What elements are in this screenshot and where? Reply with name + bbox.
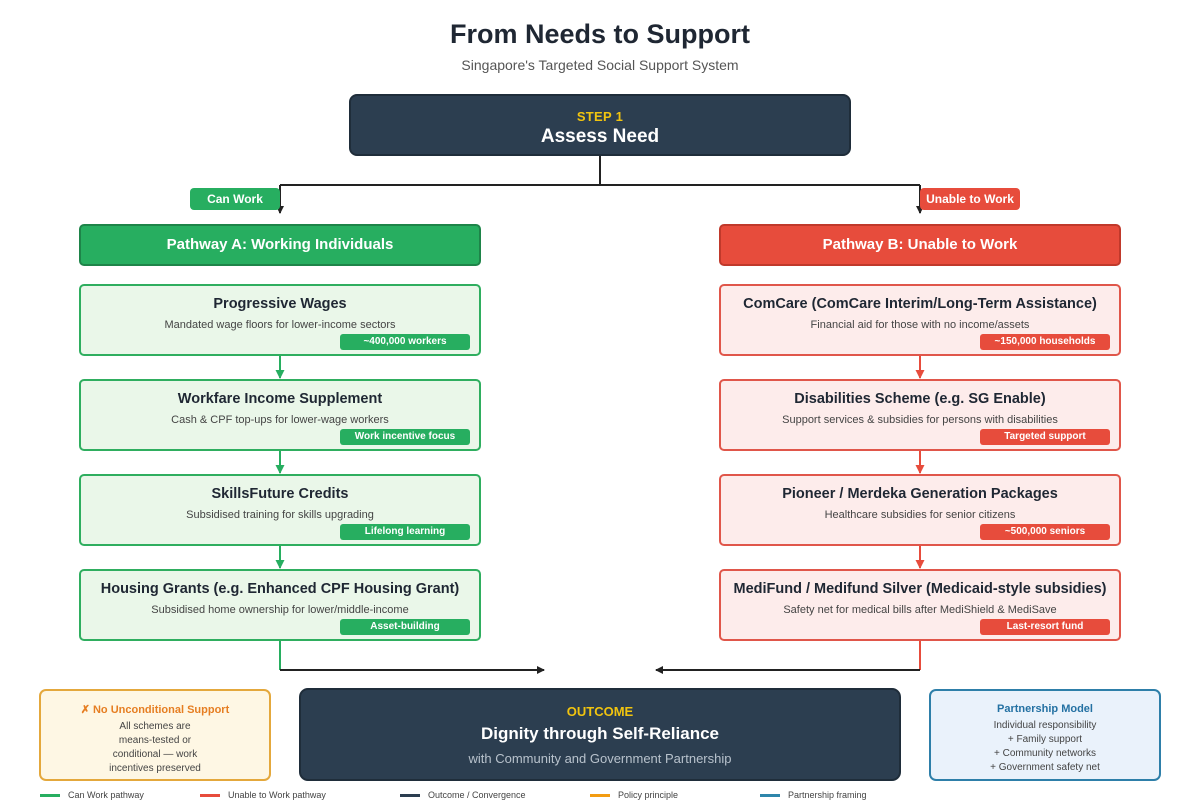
legend-swatch (760, 794, 780, 798)
scheme-workfare-income-supplement: Workfare Income Supplement Cash & CPF to… (79, 379, 481, 451)
scheme-description: Cash & CPF top-ups for lower-wage worker… (171, 414, 389, 426)
legend-swatch (200, 794, 220, 798)
scheme-tag: Work incentive focus (340, 429, 470, 445)
scheme-name: ComCare (ComCare Interim/Long-Term Assis… (743, 296, 1097, 312)
legend-item-policy-principle: Policy principle (590, 790, 678, 800)
principle-line: All schemes are (119, 721, 191, 732)
scheme-progressive-wages: Progressive Wages Mandated wage floors f… (79, 284, 481, 356)
legend-label: Outcome / Convergence (428, 790, 526, 800)
legend-label: Unable to Work pathway (228, 790, 326, 800)
scheme-name: Progressive Wages (213, 296, 347, 312)
scheme-description: Safety net for medical bills after MediS… (783, 604, 1057, 616)
scheme-tag: ~400,000 workers (340, 334, 470, 350)
pathway-b-header: Pathway B: Unable to Work (719, 224, 1121, 266)
step-title: Assess Need (540, 126, 660, 147)
outcome-title: Dignity through Self-Reliance (480, 724, 720, 743)
partnership-line: + Family support (1007, 734, 1083, 745)
scheme-disabilities: Disabilities Scheme (e.g. SG Enable) Sup… (719, 379, 1121, 451)
principle-box: ✗ No Unconditional Support All schemes a… (39, 689, 271, 781)
partnership-line: + Government safety net (990, 762, 1100, 773)
scheme-tag: Asset-building (340, 619, 470, 635)
can-work-badge: Can Work (190, 188, 280, 210)
scheme-name: Disabilities Scheme (e.g. SG Enable) (794, 391, 1046, 407)
scheme-tag: ~500,000 seniors (980, 524, 1110, 540)
scheme-housing-grants: Housing Grants (e.g. Enhanced CPF Housin… (79, 569, 481, 641)
legend-label: Can Work pathway (68, 790, 144, 800)
scheme-comcare: ComCare (ComCare Interim/Long-Term Assis… (719, 284, 1121, 356)
step-label: STEP 1 (576, 109, 624, 124)
partnership-box: Partnership Model Individual responsibil… (929, 689, 1161, 781)
scheme-tag: Last-resort fund (980, 619, 1110, 635)
scheme-name: SkillsFuture Credits (211, 486, 349, 502)
principle-lines: All schemes are means-tested or conditio… (41, 720, 269, 776)
page-title: From Needs to Support (449, 19, 750, 49)
scheme-description: Subsidised home ownership for lower/midd… (151, 604, 409, 616)
outcome-subtitle: with Community and Government Partnershi… (468, 751, 732, 766)
scheme-name: Workfare Income Supplement (177, 391, 383, 407)
legend-label: Policy principle (618, 790, 679, 800)
scheme-name: Pioneer / Merdeka Generation Packages (782, 486, 1058, 502)
scheme-description: Financial aid for those with no income/a… (810, 319, 1030, 331)
page-subtitle: Singapore's Targeted Social Support Syst… (461, 57, 739, 73)
scheme-pioneer-merdeka: Pioneer / Merdeka Generation Packages He… (719, 474, 1121, 546)
scheme-description: Healthcare subsidies for senior citizens (824, 509, 1016, 521)
scheme-description: Mandated wage floors for lower-income se… (164, 319, 396, 331)
partnership-title: Partnership Model (997, 703, 1093, 715)
partnership-lines: Individual responsibility + Family suppo… (931, 719, 1159, 775)
scheme-name: Housing Grants (e.g. Enhanced CPF Housin… (100, 581, 460, 597)
scheme-tag: Lifelong learning (340, 524, 470, 540)
scheme-name: MediFund / Medifund Silver (Medicaid-sty… (733, 581, 1107, 597)
scheme-medifund: MediFund / Medifund Silver (Medicaid-sty… (719, 569, 1121, 641)
scheme-skillsfuture-credits: SkillsFuture Credits Subsidised training… (79, 474, 481, 546)
scheme-description: Support services & subsidies for persons… (782, 414, 1058, 426)
legend-item-partnership: Partnership framing (760, 790, 867, 800)
legend-item-outcome: Outcome / Convergence (400, 790, 526, 800)
partnership-line: Individual responsibility (993, 720, 1097, 731)
principle-title: ✗ No Unconditional Support (80, 704, 230, 716)
outcome-box: OUTCOME Dignity through Self-Reliance wi… (299, 688, 901, 781)
scheme-description: Subsidised training for skills upgrading (186, 509, 374, 521)
principle-line: means-tested or (118, 735, 192, 746)
outcome-label: OUTCOME (566, 704, 634, 719)
legend-item-unable-to-work: Unable to Work pathway (200, 790, 326, 800)
scheme-tag: ~150,000 households (980, 334, 1110, 350)
scheme-tag: Targeted support (980, 429, 1110, 445)
unable-to-work-badge: Unable to Work (920, 188, 1020, 210)
legend-swatch (400, 794, 420, 798)
partnership-line: + Community networks (994, 748, 1096, 759)
principle-line: incentives preserved (109, 763, 201, 774)
step-assess-need-box: STEP 1 Assess Need (349, 94, 851, 156)
legend-item-can-work: Can Work pathway (40, 790, 144, 800)
legend-label: Partnership framing (788, 790, 867, 800)
pathway-a-header: Pathway A: Working Individuals (79, 224, 481, 266)
legend-swatch (40, 794, 60, 798)
legend-swatch (590, 794, 610, 798)
principle-line: conditional — work (112, 749, 198, 760)
